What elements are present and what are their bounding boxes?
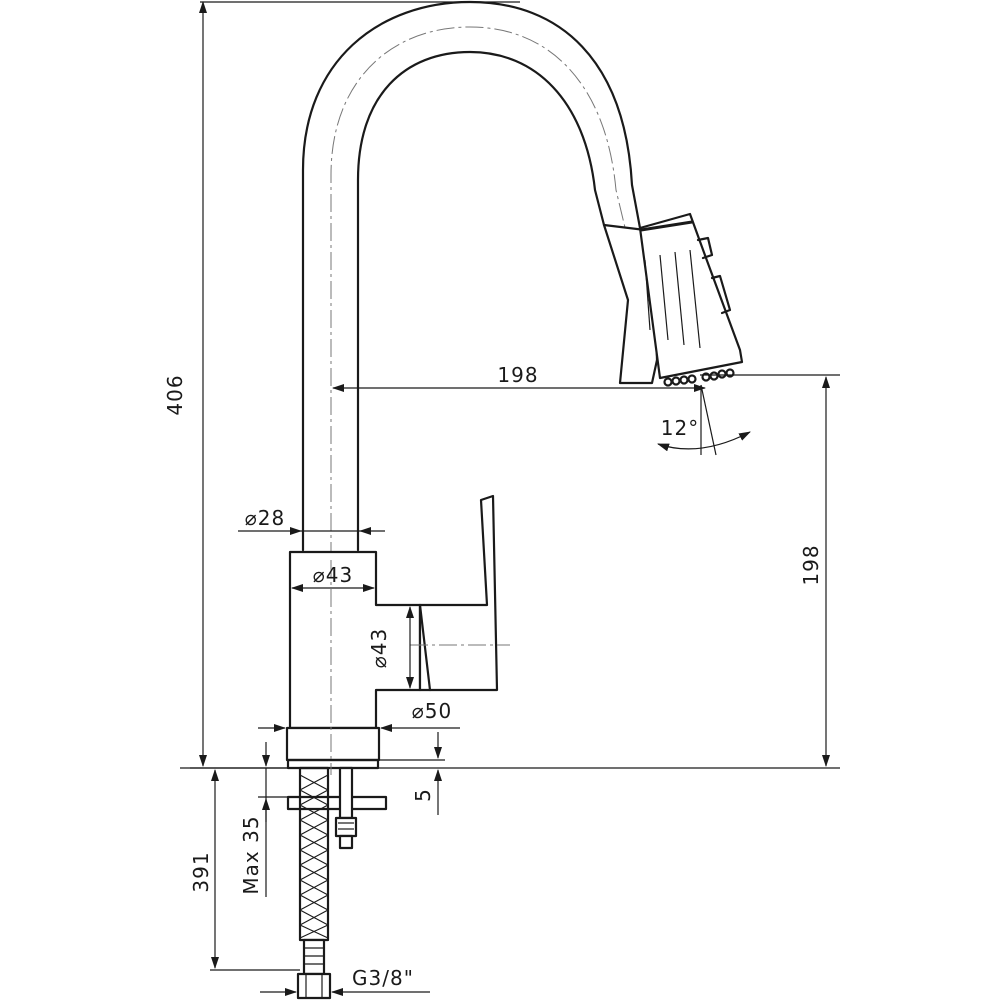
dimension-base-diameter: ⌀50 xyxy=(258,699,460,732)
dimension-label-body-diameter: ⌀43 xyxy=(313,563,354,587)
dimension-label-reach: 198 xyxy=(497,363,538,387)
dimension-total-height: 406 xyxy=(163,1,520,769)
lever-handle xyxy=(410,494,510,692)
dimension-label-base-gap: 5 xyxy=(411,788,435,802)
dimension-label-391: 391 xyxy=(189,851,213,892)
pullout-spray-head xyxy=(602,212,744,387)
dimension-label-thread: G3/8" xyxy=(352,966,414,990)
dimension-base-gap: 5 xyxy=(380,732,445,815)
dimension-thread: G3/8" xyxy=(260,966,430,996)
dimension-label-handle-diameter: ⌀43 xyxy=(367,628,391,669)
dimension-counter-thickness: Max 35 xyxy=(239,742,288,897)
dimension-label-406: 406 xyxy=(163,374,187,415)
dimension-label-angle: 12° xyxy=(661,416,699,440)
dimension-label-base-diameter: ⌀50 xyxy=(412,699,453,723)
dimension-spout-height: 198 xyxy=(700,374,840,767)
dimension-label-spout-height: 198 xyxy=(799,544,823,585)
dimension-spray-angle: 12° xyxy=(657,384,751,456)
hose-connector xyxy=(296,938,332,1000)
dimension-label-spout-diameter: ⌀28 xyxy=(245,506,286,530)
dimension-hose-length: 391 xyxy=(189,769,300,971)
dimension-handle-diameter: ⌀43 xyxy=(367,606,414,689)
dimension-body-diameter: ⌀43 xyxy=(291,563,375,592)
mounting-plate xyxy=(286,795,388,811)
faucet-body xyxy=(285,550,422,775)
dimension-reach: 198 xyxy=(332,363,706,392)
dimension-spout-diameter: ⌀28 xyxy=(238,506,385,535)
threaded-rod xyxy=(334,766,358,850)
dimension-label-max-35: Max 35 xyxy=(239,815,263,894)
braided-hose xyxy=(298,766,330,942)
gooseneck-spout xyxy=(301,0,642,560)
